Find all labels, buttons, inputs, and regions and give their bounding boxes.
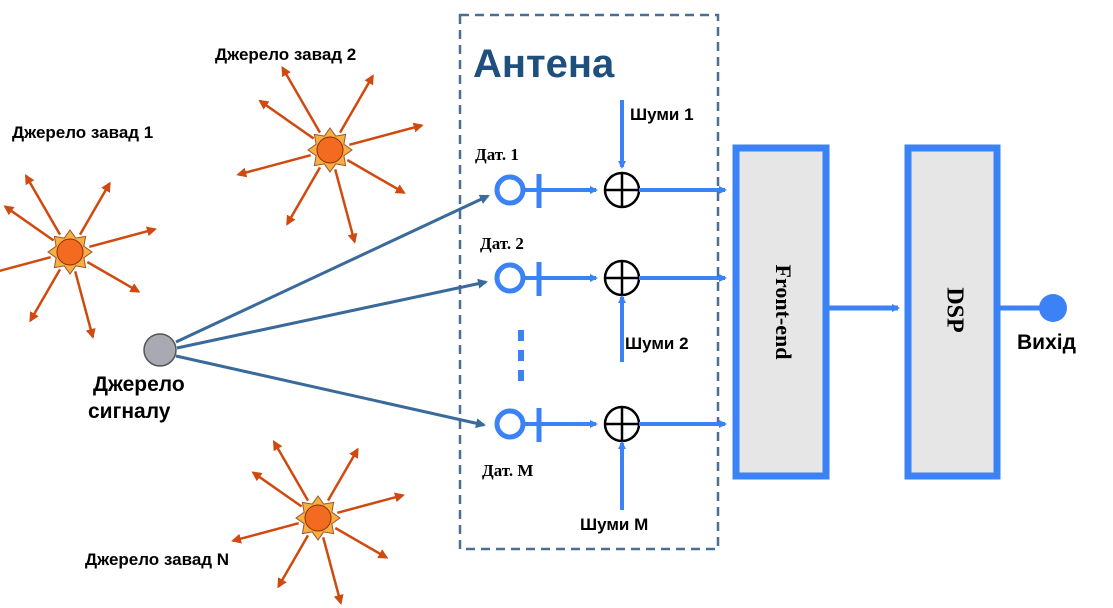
interference-ray xyxy=(78,181,111,236)
sensor-ellipsis xyxy=(518,330,524,381)
front-end-label: Front-end xyxy=(771,265,796,360)
dsp-label: DSP xyxy=(941,287,967,332)
signal-path-m xyxy=(175,354,486,429)
interference-ray xyxy=(272,440,310,502)
interference-ray xyxy=(334,526,389,559)
interference-source-1-label: Джерело завад 1 xyxy=(12,123,153,142)
sensor-m-icon xyxy=(494,408,542,442)
interference-ray xyxy=(24,174,62,236)
interference-ray xyxy=(321,536,344,605)
signal-path-1 xyxy=(175,194,490,344)
signal-source-label-line2: сигналу xyxy=(88,400,171,423)
sensor-2-icon xyxy=(494,262,542,296)
output-node-icon xyxy=(1039,294,1067,322)
sun-core xyxy=(304,504,332,532)
signal-source-icon xyxy=(143,333,177,367)
sensor-1-icon xyxy=(494,174,542,208)
interference-ray xyxy=(73,270,96,339)
noise-m-label: Шуми M xyxy=(580,515,648,534)
interference-ray xyxy=(326,447,359,502)
interference-ray xyxy=(338,74,374,134)
output-label: Вихід xyxy=(1017,331,1076,354)
noise-2-label: Шуми 2 xyxy=(625,334,689,353)
front-end-block xyxy=(732,144,830,480)
interference-source-1-icon xyxy=(0,174,157,339)
interference-ray xyxy=(336,492,405,515)
interference-ray xyxy=(277,534,310,589)
interference-ray xyxy=(346,158,406,194)
interference-source-2-icon xyxy=(236,65,424,244)
interference-source-2-label: Джерело завад 2 xyxy=(215,45,356,64)
interference-ray xyxy=(88,226,157,249)
interference-ray xyxy=(236,153,312,178)
interference-ray xyxy=(86,260,141,293)
interference-ray xyxy=(333,168,358,244)
sun-core xyxy=(316,136,344,164)
interference-ray xyxy=(29,268,62,323)
sensor-1-label: Дат. 1 xyxy=(475,145,519,164)
interference-ray xyxy=(251,471,303,508)
interference-ray xyxy=(0,255,52,273)
sun-core xyxy=(56,238,84,266)
summing-junction-m-icon xyxy=(603,405,641,443)
interference-ray xyxy=(3,205,55,242)
antenna-title: Антена xyxy=(473,42,615,86)
interference-ray xyxy=(281,65,322,134)
noise-1-label: Шуми 1 xyxy=(630,105,694,124)
summing-junction-2-icon xyxy=(603,259,641,297)
antenna-boundary xyxy=(458,13,720,551)
interference-ray xyxy=(231,521,300,544)
signal-source-label-line1: Джерело xyxy=(93,373,185,396)
sensor-2-label: Дат. 2 xyxy=(480,234,524,253)
dsp-block xyxy=(904,144,1001,480)
signal-path-2 xyxy=(176,278,488,350)
sensor-m-label: Дат. M xyxy=(482,461,533,480)
interference-ray xyxy=(286,166,322,226)
summing-junction-1-icon xyxy=(603,171,641,209)
interference-source-n-label: Джерело завад N xyxy=(85,550,229,569)
interference-source-n-icon xyxy=(231,440,405,605)
interference-ray xyxy=(348,122,424,147)
interference-ray xyxy=(258,99,315,140)
